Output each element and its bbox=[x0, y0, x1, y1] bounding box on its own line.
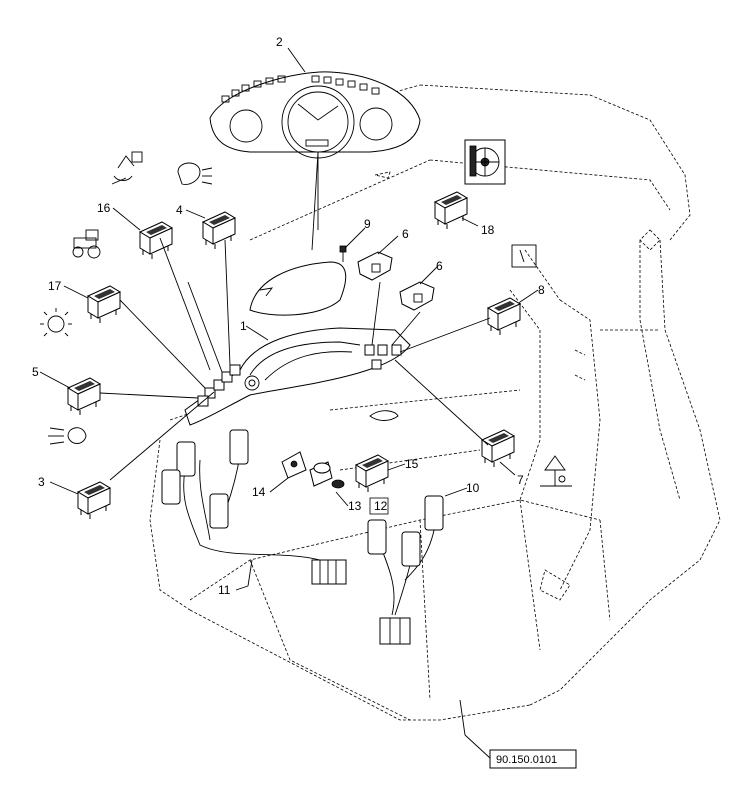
callout-9: 9 bbox=[364, 217, 371, 231]
cab-frame-outline bbox=[149, 84, 721, 721]
switch-16 bbox=[139, 221, 173, 260]
reference-code-box: 90.150.0101 bbox=[489, 749, 577, 769]
switch-7 bbox=[481, 429, 515, 468]
switch-8 bbox=[487, 297, 521, 336]
interior-lamp-icon bbox=[540, 455, 572, 487]
switch-18 bbox=[434, 191, 468, 230]
callout-14: 14 bbox=[252, 485, 266, 499]
callout-6b: 6 bbox=[436, 259, 443, 273]
callout-16: 16 bbox=[97, 201, 111, 215]
callout-3: 3 bbox=[38, 475, 45, 489]
hazard-frame-icon bbox=[511, 244, 537, 268]
callout-10: 10 bbox=[466, 481, 480, 495]
blanking-cover-6a bbox=[357, 251, 393, 281]
leader-lines bbox=[39, 47, 539, 759]
switch-4 bbox=[202, 211, 236, 250]
connector-block-11 bbox=[311, 559, 347, 585]
dashboard-console bbox=[184, 261, 411, 426]
instrument-cluster bbox=[209, 71, 421, 251]
headlight-icon bbox=[48, 427, 87, 445]
callout-5: 5 bbox=[32, 365, 39, 379]
wiring-harness-10 bbox=[367, 495, 444, 645]
bracket-14 bbox=[281, 451, 307, 479]
callout-7: 7 bbox=[517, 473, 524, 487]
callout-18: 18 bbox=[481, 223, 495, 237]
switch-5 bbox=[67, 377, 101, 416]
tractor-icon bbox=[72, 229, 101, 259]
switch-17 bbox=[87, 285, 121, 324]
switch-15 bbox=[355, 454, 389, 493]
warning-lamp-row bbox=[221, 75, 380, 103]
ignition-switch-13 bbox=[309, 461, 345, 489]
callout-12: 12 bbox=[374, 499, 388, 513]
callout-1: 1 bbox=[240, 319, 247, 333]
lamp-icon bbox=[177, 162, 213, 185]
callout-8: 8 bbox=[538, 283, 545, 297]
fan-control-icon bbox=[464, 139, 506, 185]
callout-labels: 2 1 3 4 5 6 6 7 8 9 10 11 12 13 14 15 16… bbox=[32, 35, 545, 597]
callout-2: 2 bbox=[276, 35, 283, 49]
callout-6a: 6 bbox=[402, 227, 409, 241]
switch-3 bbox=[77, 481, 111, 520]
work-light-icon bbox=[40, 308, 72, 337]
connector-block-10 bbox=[379, 617, 411, 645]
callout-12-box bbox=[369, 497, 389, 515]
console-switch-stack-right bbox=[364, 344, 402, 370]
callout-13: 13 bbox=[348, 499, 362, 513]
callout-4: 4 bbox=[176, 203, 183, 217]
lock-icon bbox=[111, 151, 143, 185]
horn-fitting bbox=[369, 410, 399, 421]
screw-9 bbox=[339, 245, 347, 262]
callout-15: 15 bbox=[405, 457, 419, 471]
callout-17: 17 bbox=[48, 279, 62, 293]
reference-code: 90.150.0101 bbox=[496, 754, 557, 766]
wiring-harness-11 bbox=[161, 429, 347, 585]
blanking-cover-6b bbox=[399, 281, 435, 311]
callout-11: 11 bbox=[218, 583, 231, 597]
